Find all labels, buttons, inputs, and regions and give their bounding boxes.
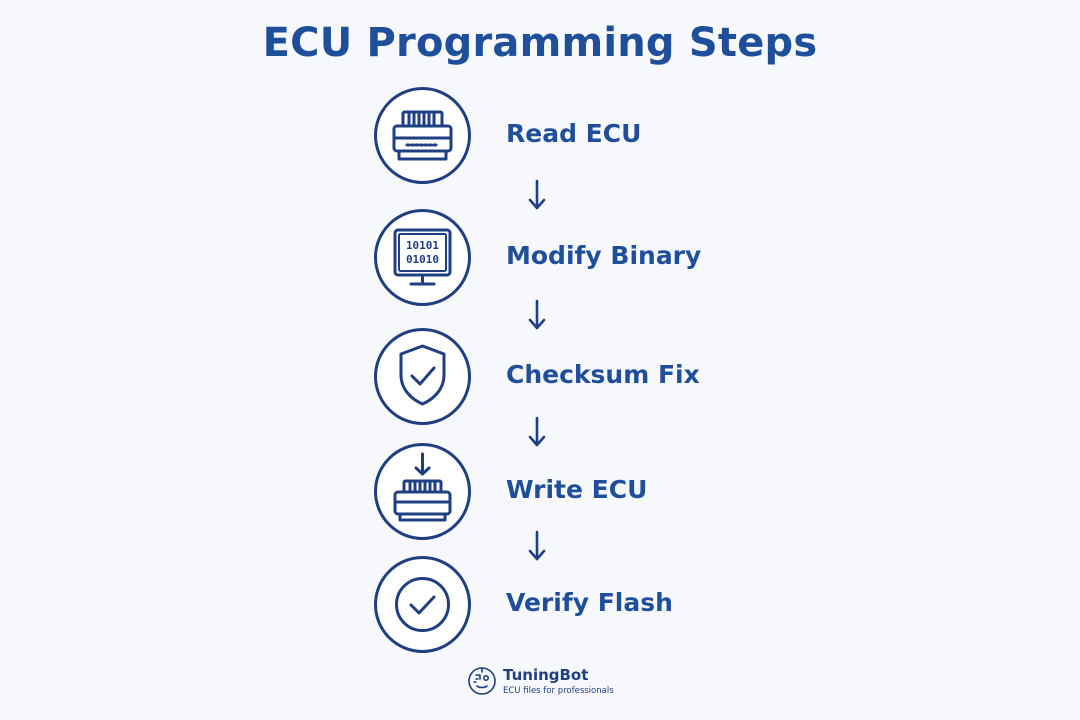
step-circle [374, 556, 471, 653]
step-circle [374, 87, 471, 184]
step-circle [374, 443, 471, 540]
ecu-chip-icon [392, 110, 453, 161]
arrow-down-icon [528, 299, 546, 330]
step-write-ecu: Write ECU [374, 443, 734, 543]
brand-name: TuningBot [503, 666, 589, 684]
step-circle: 10101 01010 [374, 209, 471, 306]
step-circle [374, 328, 471, 425]
step-label: Checksum Fix [506, 360, 700, 389]
ecu-write-icon [393, 452, 452, 522]
arrow-down-icon [528, 179, 546, 210]
step-checksum-fix: Checksum Fix [374, 328, 734, 428]
arrow-down-icon [528, 530, 546, 561]
shield-check-icon [399, 344, 446, 406]
robot-face-icon [468, 667, 496, 695]
binary-monitor-icon: 10101 01010 [393, 228, 452, 286]
step-read-ecu: Read ECU [374, 87, 734, 187]
check-circle-icon [395, 577, 450, 632]
brand-footer: TuningBot ECU files for professionals [467, 664, 627, 704]
step-label: Modify Binary [506, 241, 702, 270]
step-verify-flash: Verify Flash [374, 556, 734, 656]
page-title: ECU Programming Steps [262, 20, 818, 66]
arrow-down-icon [528, 416, 546, 447]
binary-line-1: 10101 [406, 239, 439, 252]
step-modify-binary: 10101 01010 Modify Binary [374, 209, 734, 309]
step-label: Write ECU [506, 475, 648, 504]
binary-line-2: 01010 [406, 253, 439, 266]
step-label: Verify Flash [506, 588, 673, 617]
brand-tagline: ECU files for professionals [503, 686, 614, 696]
step-label: Read ECU [506, 119, 642, 148]
